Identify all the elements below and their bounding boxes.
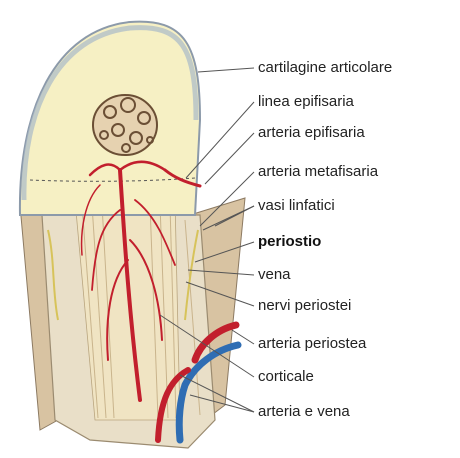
periosteal-vein [175,341,242,444]
label-cartilagine-articolare: cartilagine articolare [258,59,393,76]
label-nervi-periostei: nervi periostei [258,297,352,314]
epiphyseal-line [29,177,196,182]
medullary-arteries [80,160,202,402]
periosteal-artery [191,321,240,364]
periosteal-nerves [47,229,199,321]
label-vasi-linfatici: vasi linfatici [258,197,335,214]
spongy-bone [92,94,158,156]
cortical-lamellae [81,204,201,419]
label-vena: vena [258,266,291,283]
label-arteria-e-vena: arteria e vena [258,403,350,420]
label-arteria-epifisaria: arteria epifisaria [258,124,365,141]
label-linea-epifisaria: linea epifisaria [258,93,354,110]
label-arteria-metafisaria: arteria metafisaria [258,163,379,180]
cartilage-surface-edge [21,25,199,201]
label-periostio: periostio [258,233,322,250]
label-arteria-periostea: arteria periostea [258,335,367,352]
nutrient-artery [155,367,191,443]
label-corticale: corticale [258,368,314,385]
leader-lines [159,67,255,413]
